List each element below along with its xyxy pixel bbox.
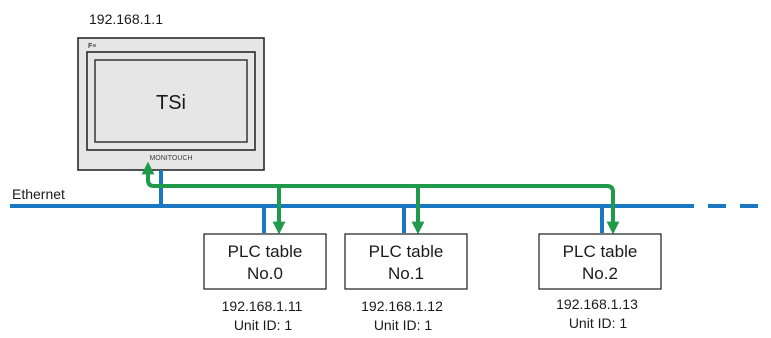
plc-box <box>203 233 327 290</box>
hmi-logo: F≡ <box>88 43 96 50</box>
plc-box <box>538 233 662 290</box>
plc-unit-id: Unit ID: 1 <box>374 317 433 333</box>
plc-table-1: PLC table No.1 192.168.1.12 Unit ID: 1 <box>344 233 468 333</box>
comm-arrow-main <box>141 161 620 235</box>
hmi-ip: 192.168.1.1 <box>89 11 163 27</box>
plc-title: PLC table <box>228 242 303 261</box>
plc-box <box>344 233 468 290</box>
plc-number: No.1 <box>388 264 424 283</box>
plc-title: PLC table <box>369 242 444 261</box>
plc-number: No.0 <box>247 264 283 283</box>
hmi-device: F≡ MONITOUCH TSi <box>77 37 265 171</box>
plc-title: PLC table <box>563 242 638 261</box>
plc-table-0: PLC table No.0 192.168.1.11 Unit ID: 1 <box>203 233 327 333</box>
plc-ip: 192.168.1.11 <box>222 298 303 314</box>
plc-table-2: PLC table No.2 192.168.1.13 Unit ID: 1 <box>538 233 662 331</box>
ethernet-label: Ethernet <box>12 186 65 202</box>
hmi-brand: MONITOUCH <box>149 155 192 162</box>
hmi-screen <box>94 59 248 143</box>
plc-ip: 192.168.1.12 <box>361 298 443 314</box>
plc-unit-id: Unit ID: 1 <box>569 315 628 331</box>
hmi-label: TSi <box>156 92 186 114</box>
plc-unit-id: Unit ID: 1 <box>234 317 293 333</box>
plc-ip: 192.168.1.13 <box>556 296 638 312</box>
hmi-screen-frame <box>86 51 256 151</box>
plc-number: No.2 <box>582 264 618 283</box>
